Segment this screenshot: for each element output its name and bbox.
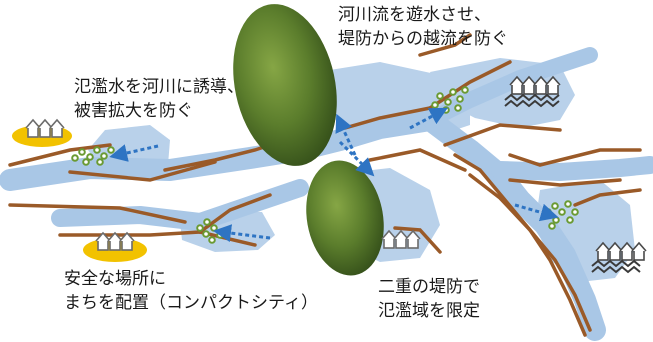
arrow-to-right-vegetation <box>514 203 559 222</box>
label-compact-line1: 安全な場所に <box>64 269 166 289</box>
levee-right-top <box>443 123 562 147</box>
label-compact-line2: まちを配置（コンパクトシティ） <box>64 293 318 313</box>
levee-right-mid-1 <box>508 178 622 187</box>
house-icon <box>25 118 41 138</box>
house-icon <box>107 231 123 251</box>
house-icon <box>521 75 537 95</box>
levees <box>8 33 642 337</box>
flow-arrows <box>109 107 559 243</box>
house-icon <box>607 241 623 261</box>
label-double-levee-line2: 氾濫域を限定 <box>378 301 480 321</box>
levee-right-branch <box>453 153 587 337</box>
house-icon <box>595 241 611 261</box>
house-cluster-upper-left <box>25 118 65 138</box>
levee-top-right <box>418 33 472 57</box>
house-cluster-lower-left <box>95 231 135 251</box>
house-icon <box>533 75 549 95</box>
lower-river-branch <box>51 179 309 231</box>
house-icon <box>37 118 53 138</box>
upper-river-branch <box>422 47 598 128</box>
right-river-branch <box>491 156 653 181</box>
forest-retention-upper <box>233 4 337 166</box>
levee-bottom-left-1 <box>8 203 187 224</box>
flood-waves-icon <box>591 259 641 274</box>
levee-middle-lower <box>393 226 442 254</box>
house-icon <box>619 241 635 261</box>
flooded-houses-top-right <box>504 75 561 108</box>
flood-waves-icon <box>504 93 560 108</box>
levee-bottom-left-3 <box>198 193 272 234</box>
house-icon <box>381 229 397 249</box>
levee-right-mid-2 <box>468 173 592 332</box>
house-icon <box>405 229 421 249</box>
label-retention-line2: 堤防からの越流を防ぐ <box>338 29 508 49</box>
levee-center-inner <box>368 148 467 172</box>
arrow-river-to-upper-forest <box>335 113 357 156</box>
house-icon <box>545 75 561 95</box>
levee-center-top-2 <box>428 60 512 110</box>
levee-right-lower <box>573 188 642 207</box>
house-icon <box>393 229 409 249</box>
label-guide-line2: 被害拡大を防ぐ <box>74 101 193 121</box>
house-icon <box>95 231 111 251</box>
label-retention-line1: 河川流を遊水させ、 <box>338 5 491 25</box>
levee-right-mid-3 <box>508 148 642 167</box>
label-double-levee-line1: 二重の堤防で <box>378 277 480 297</box>
house-icon <box>49 118 65 138</box>
levee-center-top <box>343 106 432 130</box>
arrow-to-center-vegetation <box>409 107 448 130</box>
house-cluster-middle <box>381 229 421 249</box>
house-icon <box>631 241 647 261</box>
label-guide-line1: 氾濫水を河川に誘導、 <box>74 77 244 97</box>
house-icon <box>119 231 135 251</box>
levee-left-lower <box>68 160 217 182</box>
flooded-houses-bottom-right <box>591 241 647 274</box>
arrow-lower-left-to-river <box>213 224 271 243</box>
forest-retention-lower <box>306 160 384 276</box>
house-icon <box>509 75 525 95</box>
